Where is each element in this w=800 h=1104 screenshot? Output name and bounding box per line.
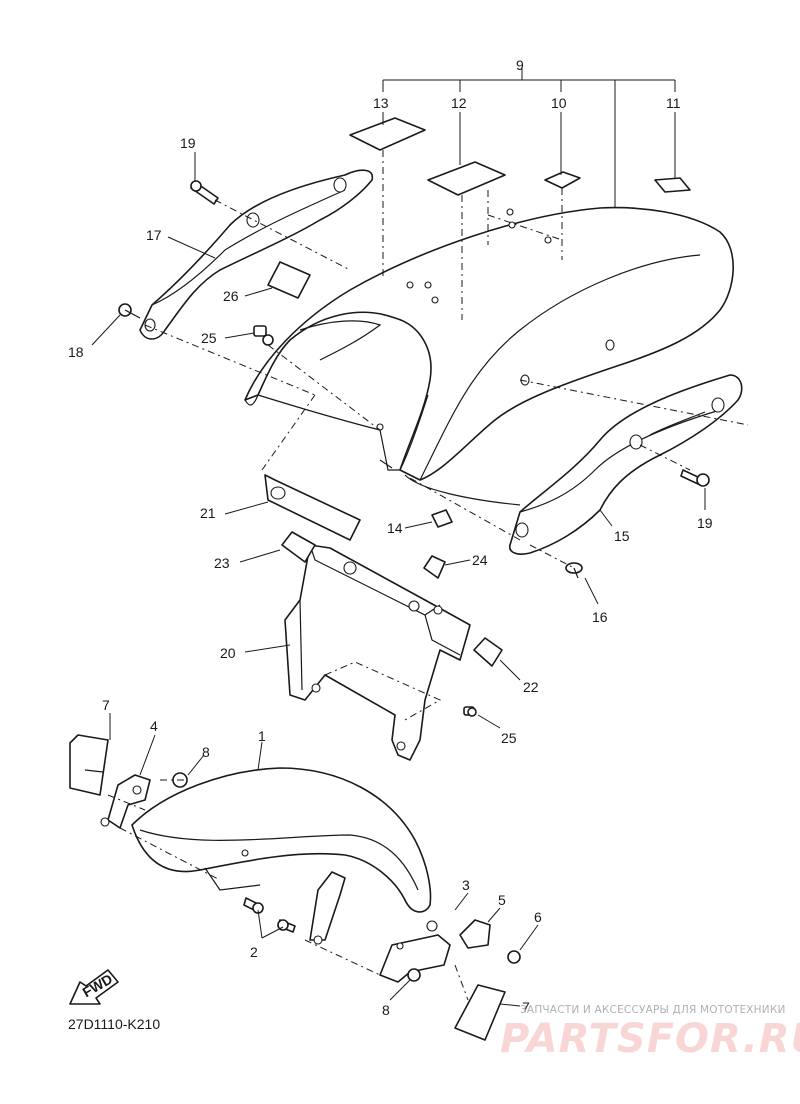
flap-21 [264,474,361,541]
callout-19-right: 19 [697,515,713,531]
callout-6: 6 [534,909,542,925]
callout-19-top: 19 [180,135,196,151]
callout-14: 14 [387,520,403,536]
callout-2: 2 [250,944,258,960]
callout-21: 21 [200,505,216,521]
callout-1: 1 [258,728,266,744]
callout-10: 10 [551,95,567,111]
side-cover-17 [139,169,374,340]
decal-leaders [382,150,563,320]
callout-11: 11 [666,95,681,111]
watermark-tagline: ЗАПЧАСТИ И АКСЕССУАРЫ ДЛЯ МОТОТЕХНИКИ [520,1004,786,1016]
pad-24 [423,555,446,579]
front-leaders [107,779,469,1001]
screw-2b [277,919,296,933]
callout-9-bracket [382,68,676,210]
rivet-16 [565,562,583,579]
decal-10 [544,171,581,189]
decal-12 [427,161,506,196]
callout-17: 17 [146,227,162,243]
front-stay-right [309,871,346,945]
callout-20: 20 [220,645,236,661]
callout-5: 5 [498,892,506,908]
reflector-7-left [69,734,109,796]
bolt-19-right [680,469,710,487]
callout-numbers: 9 13 12 10 11 19 17 26 25 18 19 15 16 14… [68,57,713,1018]
fwd-arrow-icon: FWD [69,969,119,1005]
part-code-label: 27D1110-K210 [68,1016,161,1032]
callout-leaders [91,112,706,1007]
decal-13 [349,117,426,151]
pad-22 [473,637,503,667]
callout-16: 16 [592,609,608,625]
pad-26 [267,261,311,299]
callout-3: 3 [462,877,470,893]
screw-18 [118,303,141,319]
clip-14 [431,509,453,528]
top-leaders [144,199,749,569]
callout-15: 15 [614,528,630,544]
front-stay-left [100,774,151,829]
callout-7-left: 7 [102,697,110,713]
callout-4: 4 [150,718,158,734]
rear-fender [244,206,734,506]
bracket-20 [284,544,471,761]
bolt-19-top [190,180,219,205]
callout-8-left: 8 [202,744,210,760]
screw-2a [243,897,264,914]
bracket-5 [459,919,491,949]
callout-7-right: 7 [522,999,530,1015]
side-cover-15 [508,374,743,555]
front-fender-1 [131,767,432,913]
callout-22: 22 [523,679,539,695]
clip-25-top [253,325,274,346]
callout-25-lower: 25 [501,730,517,746]
callout-26: 26 [223,288,239,304]
clip-25-lower [463,706,477,717]
callout-9: 9 [516,57,524,73]
decal-11 [654,177,691,193]
callout-12: 12 [451,95,467,111]
watermark-logo: PARTSFOR.RU [500,1016,800,1062]
nut-8-right [407,968,421,982]
screw-6 [507,950,521,964]
callout-8-right: 8 [382,1002,390,1018]
pad-23 [281,531,316,563]
callout-13: 13 [373,95,389,111]
callout-23: 23 [214,555,230,571]
callout-24: 24 [472,552,488,568]
callout-25-top: 25 [201,330,217,346]
reflector-7-right [454,984,506,1041]
reflector-bracket-3 [379,920,451,983]
callout-18: 18 [68,344,84,360]
